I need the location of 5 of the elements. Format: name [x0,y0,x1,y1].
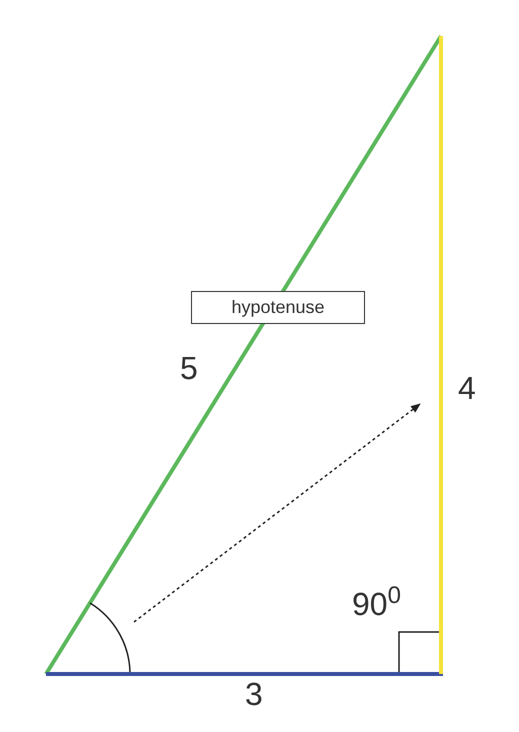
side-label: 5 [180,352,198,384]
side-label: 4 [458,372,476,404]
side-label: 90$^{0}$ [352,588,401,620]
label-box: hypotenuse [191,291,365,324]
side-label: 3 [245,678,263,710]
